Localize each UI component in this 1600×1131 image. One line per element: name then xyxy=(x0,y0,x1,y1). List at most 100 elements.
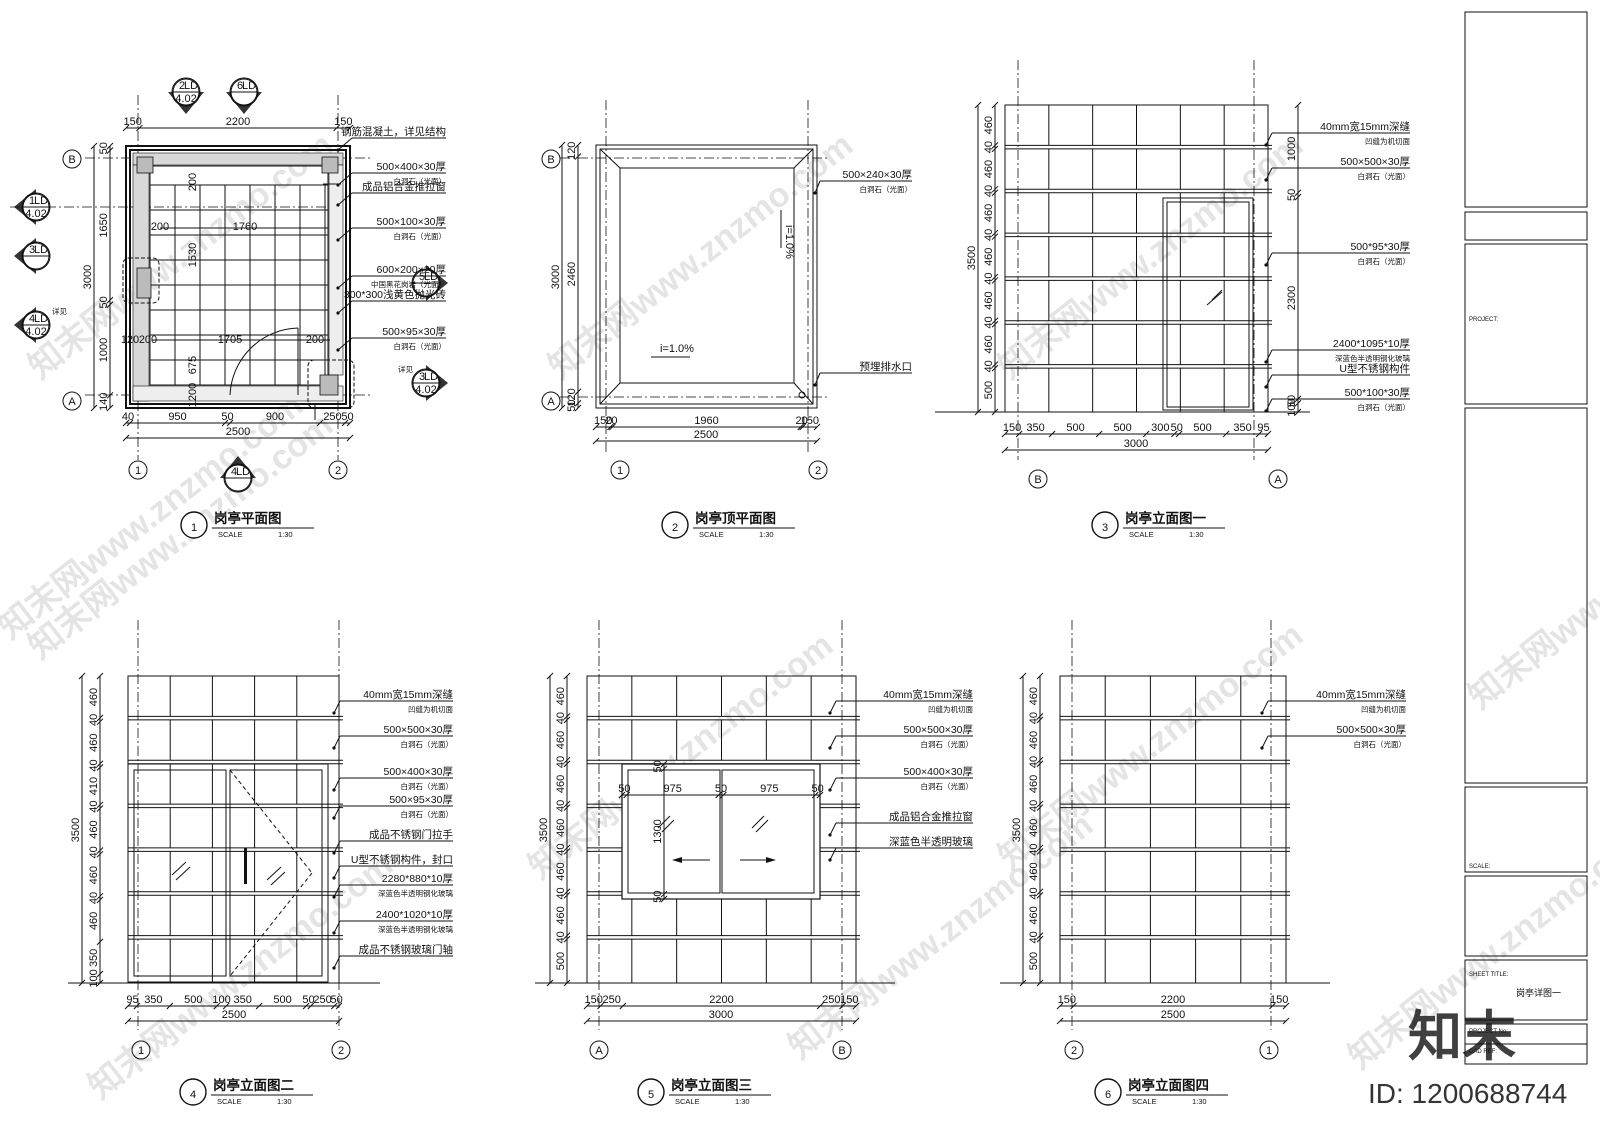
dim-text: 50 xyxy=(98,296,110,308)
grid-axis-bubble xyxy=(328,460,348,480)
dim-text: 3500 xyxy=(1011,818,1023,842)
note-text: 成品不锈钢门拉手 xyxy=(369,828,453,841)
dim-text: 2200 xyxy=(226,116,250,128)
dim-text: 40 xyxy=(1028,844,1040,856)
dim-text: 1200 xyxy=(187,383,199,407)
grid-axis-bubble xyxy=(589,1040,609,1060)
dim-text: 1650 xyxy=(98,213,110,237)
grid-axis-label: 2 xyxy=(1071,1045,1077,1057)
dim-text: 460 xyxy=(1028,819,1040,837)
scale-value: 1:30 xyxy=(277,1097,292,1106)
dim-text: 40 xyxy=(1028,756,1040,768)
dim-text: 40 xyxy=(555,800,567,812)
dim-text: 460 xyxy=(555,906,567,924)
dim-text: 40 xyxy=(88,759,100,771)
dim-text: 40 xyxy=(1028,931,1040,943)
drawing-4-elevation-2: 4604046040410404604046040460350100350095… xyxy=(68,620,380,1060)
title-block: PROJECT: SCALE: SHEET TITLE: 岗亭详图一 PROJE… xyxy=(1464,11,1588,1065)
note-subtext: 中国黑花岗岩（光面） xyxy=(371,279,446,289)
callout-ref: LD xyxy=(242,80,256,92)
elevation-2-cladding xyxy=(127,675,343,984)
leader-notes: 钢筋混凝土，详见结构500×400×30厚白洞石（光面）成品铝合金推拉窗500×… xyxy=(332,120,1410,970)
dim-text: 2500 xyxy=(694,429,718,441)
dim-text: 50 xyxy=(302,994,314,1006)
dim-text: 460 xyxy=(88,820,100,838)
section-callout: 6LD xyxy=(226,77,262,114)
callout-number: 2 xyxy=(179,80,185,92)
dim-text: 1300 xyxy=(652,819,664,843)
note-subtext: 深蓝色半透明钢化玻璃 xyxy=(378,924,453,934)
scale-label: SCALE xyxy=(217,1097,242,1106)
note-text: 500*95*30厚 xyxy=(1350,241,1410,253)
note-subtext: 白洞石（光面） xyxy=(394,176,447,186)
grid-axis-label: 1 xyxy=(135,465,141,477)
note-text: 500×95×30厚 xyxy=(389,794,453,806)
elevation-1-cladding xyxy=(1004,104,1272,413)
note-text: 500×500×30厚 xyxy=(1341,156,1411,168)
note-text: 300*300浅黄色抛光砖 xyxy=(344,288,447,301)
grid-axis-bubble xyxy=(128,460,148,480)
dim-text: 40 xyxy=(983,141,995,153)
dim-text: 150 xyxy=(124,116,142,128)
note-subtext: 凹缝为机切面 xyxy=(1365,136,1410,146)
note-subtext: 白洞石（光面） xyxy=(401,809,454,819)
dim-text: 150 xyxy=(585,994,603,1006)
grid-axis-bubble xyxy=(62,149,82,169)
drawing-number: 2 xyxy=(672,522,678,534)
dim-text: 460 xyxy=(983,248,995,266)
callout-sheet: 4.02 xyxy=(25,326,46,338)
dim-text: 3000 xyxy=(709,1009,733,1021)
note-text: 500×400×30厚 xyxy=(904,766,974,778)
note-text: 40mm宽15mm深缝 xyxy=(1320,120,1410,133)
section-callout: 3LD xyxy=(14,238,51,274)
note-text: 成品不锈钢玻璃门轴 xyxy=(359,943,454,956)
drawing-title-text: 岗亭立面图一 xyxy=(1125,510,1206,526)
dim-text: 460 xyxy=(555,775,567,793)
note-text: 成品铝合金推拉窗 xyxy=(362,180,446,193)
sheet-title-label: SHEET TITLE: xyxy=(1469,972,1509,978)
dim-text: 500 xyxy=(1028,952,1040,970)
dim-text: 2500 xyxy=(222,1009,246,1021)
dim-text: 40 xyxy=(88,801,100,813)
dim-text: 460 xyxy=(88,912,100,930)
callout-ref: LD xyxy=(424,271,438,283)
grid-axis-bubble xyxy=(62,391,82,411)
dim-text: 1760 xyxy=(233,221,257,233)
dim-text: 250 xyxy=(602,994,620,1006)
drawing-5-elevation-3: 4604046040460404604046040460405003500150… xyxy=(535,620,895,1060)
dim-text: 350 xyxy=(1233,422,1251,434)
cad-ref-label: CAD REF: xyxy=(1469,1049,1497,1055)
dim-text: 460 xyxy=(1028,862,1040,880)
dim-text: 3500 xyxy=(966,246,978,270)
dim-text: 50 xyxy=(221,411,233,423)
note-subtext: 白洞石（光面） xyxy=(1358,171,1411,181)
dim-text: 350 xyxy=(233,994,251,1006)
dim-text: 40 xyxy=(555,931,567,943)
grid-axis-bubble xyxy=(1268,469,1288,489)
drawing-number: 6 xyxy=(1105,1089,1111,1101)
dim-text: 50 xyxy=(618,783,630,795)
dim-text: 50 xyxy=(1286,189,1298,201)
leader-note: 成品不锈钢门拉手 xyxy=(332,828,453,855)
drawing-3-elevation-1: 4604046040460404604046040460405003500100… xyxy=(935,60,1310,489)
dim-text: 50 xyxy=(1286,395,1298,407)
grid-axis-label: 1 xyxy=(1266,1045,1272,1057)
dim-text: 2200 xyxy=(1161,994,1185,1006)
dim-text: 20 xyxy=(796,415,808,427)
note-text: U型不锈钢构件 xyxy=(1339,362,1410,375)
dim-text: 50 xyxy=(341,411,353,423)
callout-ref: LD xyxy=(236,466,250,478)
drawing-title-text: 岗亭平面图 xyxy=(214,510,282,526)
